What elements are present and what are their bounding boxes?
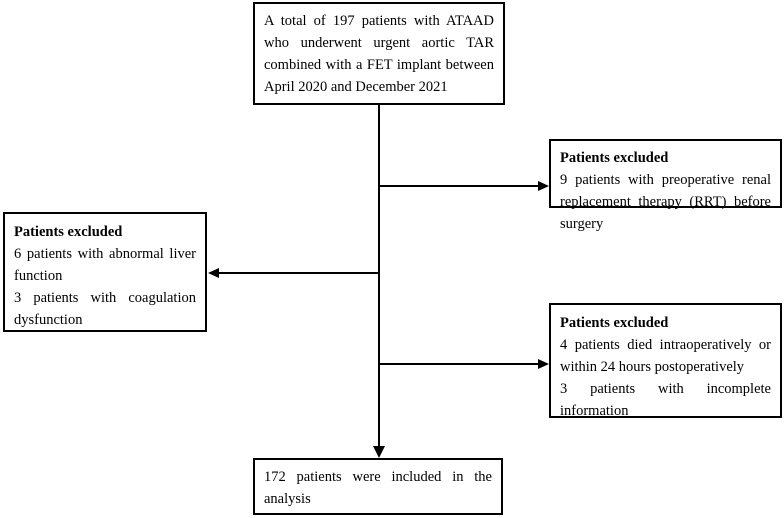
exclusion-rrt-line1: 9 patients with preoperative renal repla… xyxy=(560,172,771,232)
exclusion-death-line2: 3 patients with incomplete information xyxy=(560,381,771,419)
exclusion-rrt-title: Patients excluded xyxy=(560,150,669,166)
final-node-text: 172 patients were included in the analys… xyxy=(264,469,492,507)
exclusion-death-node: Patients excluded 4 patients died intrao… xyxy=(549,303,782,419)
exclusion-rrt-node: Patients excluded 9 patients with preope… xyxy=(549,139,782,232)
start-node: A total of 197 patients with ATAAD who u… xyxy=(253,2,505,105)
death-arrowhead xyxy=(538,359,549,369)
start-node-text: A total of 197 patients with ATAAD who u… xyxy=(264,13,494,95)
exclusion-liver-node: Patients excluded 6 patients with abnorm… xyxy=(3,212,207,332)
exclusion-death-title: Patients excluded xyxy=(560,315,669,331)
liver-arrowhead xyxy=(208,268,219,278)
exclusion-liver-line2: 3 patients with coagulation dysfunction xyxy=(14,290,196,328)
trunk-arrowhead xyxy=(373,446,385,458)
final-node: 172 patients were included in the analys… xyxy=(253,458,503,515)
exclusion-liver-title: Patients excluded xyxy=(14,224,123,240)
exclusion-liver-line1: 6 patients with abnormal liver function xyxy=(14,246,196,284)
rrt-arrowhead xyxy=(538,181,549,191)
exclusion-death-line1: 4 patients died intraoperatively or with… xyxy=(560,337,771,375)
